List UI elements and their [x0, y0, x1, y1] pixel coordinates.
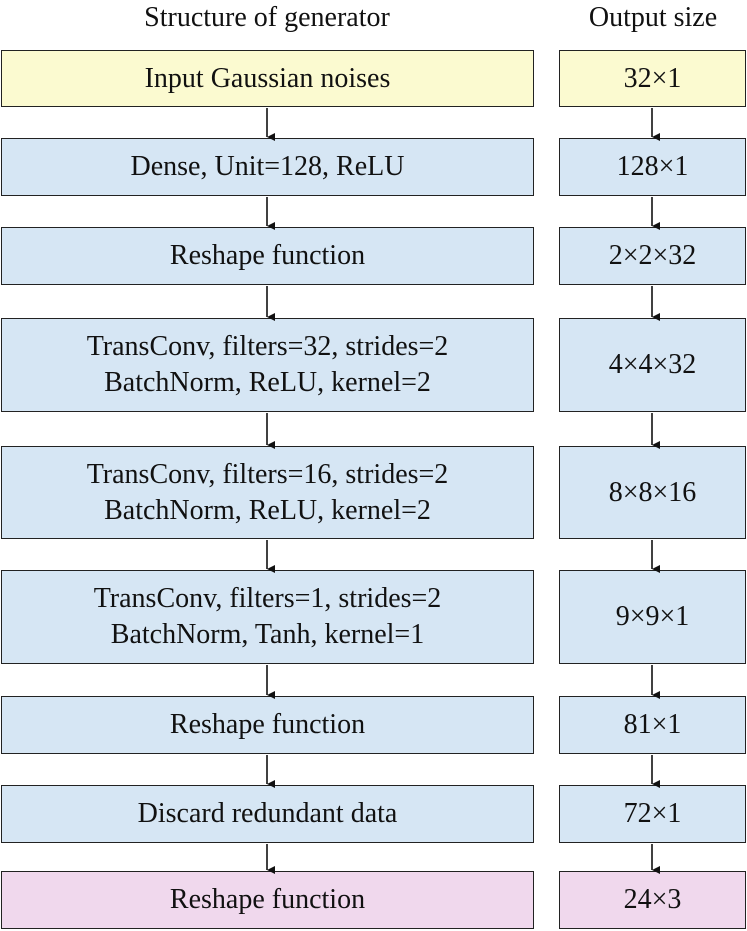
output-size-column-header: Output size [588, 2, 718, 33]
output-size-box: 81×1 [559, 696, 746, 754]
structure-column-header: Structure of generator [144, 2, 390, 33]
layer-line: Reshape function [169, 709, 366, 740]
layer-box-transconv-16: TransConv, filters=16, strides=2 BatchNo… [1, 446, 534, 539]
layer-line: Discard redundant data [137, 798, 398, 829]
output-size-box: 128×1 [559, 138, 746, 196]
layer-line: BatchNorm, ReLU, kernel=2 [104, 494, 431, 526]
output-size-value: 2×2×32 [608, 240, 697, 271]
layer-box-transconv-1: TransConv, filters=1, strides=2 BatchNor… [1, 570, 534, 664]
output-size-box: 9×9×1 [559, 570, 746, 664]
layer-line: Input Gaussian noises [144, 62, 391, 94]
output-size-box: 32×1 [559, 50, 746, 107]
layer-line: BatchNorm, ReLU, kernel=2 [104, 367, 431, 398]
layer-line: TransConv, filters=32, strides=2 [86, 331, 449, 362]
output-size-value: 81×1 [623, 709, 682, 740]
layer-line: Dense, Unit=128, ReLU [130, 151, 405, 182]
layer-box-discard: Discard redundant data [1, 785, 534, 843]
layer-line: BatchNorm, Tanh, kernel=1 [110, 619, 425, 650]
layer-box-dense: Dense, Unit=128, ReLU [1, 138, 534, 196]
layer-box-input-noise: Input Gaussian noises [1, 50, 534, 107]
output-size-value: 9×9×1 [615, 601, 690, 632]
output-size-box: 8×8×16 [559, 446, 746, 539]
output-size-value: 24×3 [623, 884, 682, 915]
output-size-value: 32×1 [623, 62, 682, 94]
output-size-value: 4×4×32 [608, 349, 697, 380]
layer-box-reshape-output: Reshape function [1, 871, 534, 929]
output-size-box: 72×1 [559, 785, 746, 843]
layer-line: Reshape function [169, 884, 366, 915]
layer-box-reshape-1: Reshape function [1, 227, 534, 285]
output-size-box: 4×4×32 [559, 318, 746, 412]
output-size-value: 128×1 [616, 151, 689, 182]
layer-line: TransConv, filters=1, strides=2 [93, 583, 442, 614]
output-size-box: 24×3 [559, 871, 746, 929]
layer-line: Reshape function [169, 240, 366, 271]
layer-line: TransConv, filters=16, strides=2 [86, 458, 449, 490]
output-size-value: 72×1 [623, 798, 682, 829]
output-size-value: 8×8×16 [608, 476, 697, 508]
layer-box-transconv-32: TransConv, filters=32, strides=2 BatchNo… [1, 318, 534, 412]
layer-box-reshape-2: Reshape function [1, 696, 534, 754]
output-size-box: 2×2×32 [559, 227, 746, 285]
